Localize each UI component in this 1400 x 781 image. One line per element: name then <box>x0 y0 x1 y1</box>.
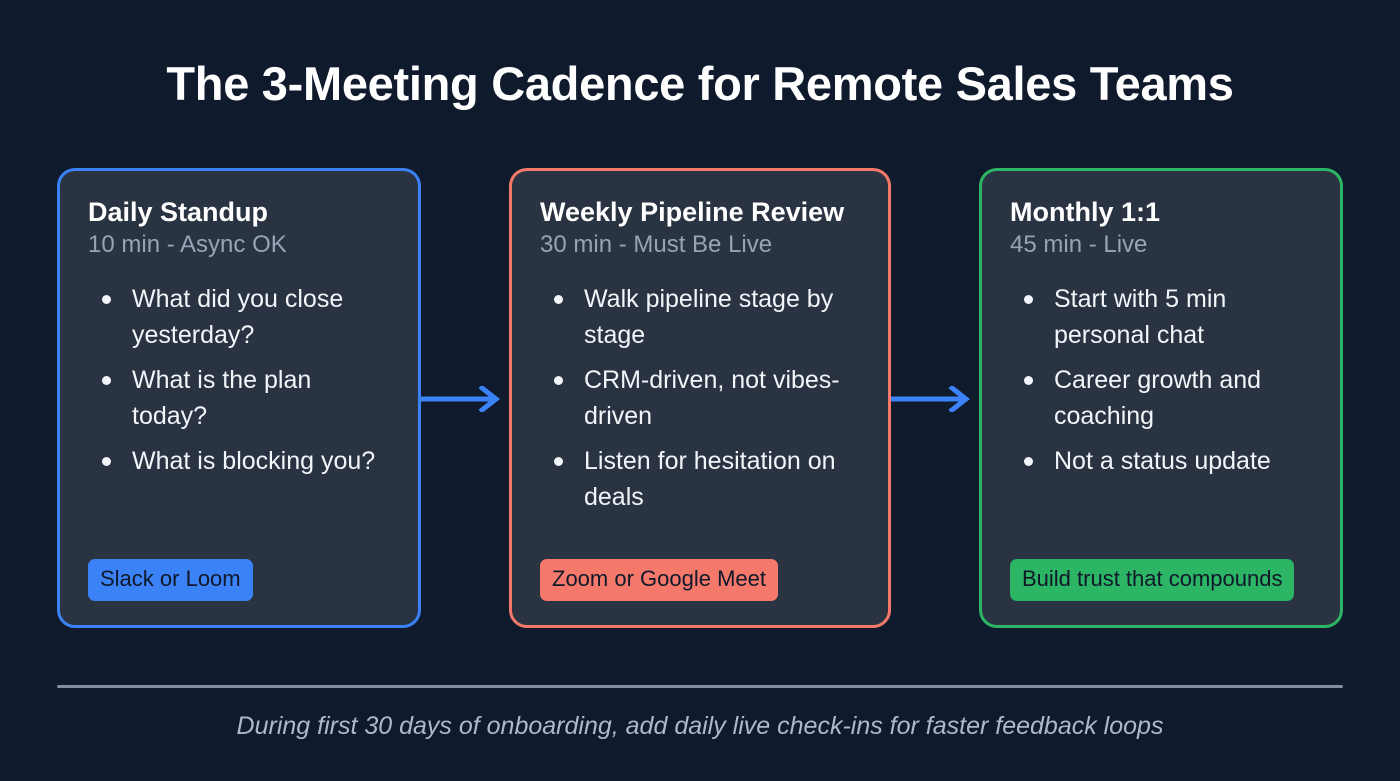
card-badge-container: Zoom or Google Meet <box>540 559 860 625</box>
list-item-label: What is the plan today? <box>132 366 312 430</box>
card-bullet-list: Walk pipeline stage by stage CRM-driven,… <box>540 282 860 553</box>
bullet-dot-icon <box>102 295 111 305</box>
card-badge-container: Build trust that compounds <box>1010 559 1312 625</box>
status-badge: Build trust that compounds <box>1010 559 1295 601</box>
list-item: Walk pipeline stage by stage <box>540 282 860 353</box>
card-daily-standup: Daily Standup 10 min - Async OK What did… <box>57 168 421 628</box>
card-title: Weekly Pipeline Review <box>540 197 845 227</box>
card-bullet-list: What did you close yesterday? What is th… <box>88 282 390 553</box>
list-item: CRM-driven, not vibes-driven <box>540 363 860 434</box>
card-title: Daily Standup <box>88 197 269 227</box>
bullet-dot-icon <box>554 295 563 305</box>
footer-divider <box>57 685 1343 688</box>
bullet-dot-icon <box>102 457 111 467</box>
list-item-label: CRM-driven, not vibes-driven <box>584 366 840 430</box>
list-item: Listen for hesitation on deals <box>540 444 860 515</box>
list-item-label: What did you close yesterday? <box>132 285 344 349</box>
bullet-dot-icon <box>554 376 563 386</box>
list-item-label: Start with 5 min personal chat <box>1054 285 1227 349</box>
card-bullet-list: Start with 5 min personal chat Career gr… <box>1010 282 1312 553</box>
card-monthly-one-on-one: Monthly 1:1 45 min - Live Start with 5 m… <box>979 168 1343 628</box>
list-item-label: Career growth and coaching <box>1054 366 1262 430</box>
status-badge: Slack or Loom <box>88 559 253 601</box>
list-item: What is the plan today? <box>88 363 390 434</box>
bullet-dot-icon <box>1024 376 1033 386</box>
card-badge-container: Slack or Loom <box>88 559 390 625</box>
list-item-label: What is blocking you? <box>132 447 376 476</box>
list-item-label: Not a status update <box>1054 447 1271 476</box>
card-subtitle: 10 min - Async OK <box>88 231 287 259</box>
card-title: Monthly 1:1 <box>1010 197 1161 227</box>
list-item: What did you close yesterday? <box>88 282 390 353</box>
status-badge: Zoom or Google Meet <box>540 559 778 601</box>
arrow-right-icon <box>421 386 501 412</box>
list-item-label: Walk pipeline stage by stage <box>584 285 834 349</box>
bullet-dot-icon <box>102 376 111 386</box>
card-weekly-pipeline-review: Weekly Pipeline Review 30 min - Must Be … <box>509 168 891 628</box>
list-item-label: Listen for hesitation on deals <box>584 447 836 511</box>
list-item: Career growth and coaching <box>1010 363 1312 434</box>
bullet-dot-icon <box>1024 457 1033 467</box>
list-item: Not a status update <box>1010 444 1312 480</box>
bullet-dot-icon <box>1024 295 1033 305</box>
card-subtitle: 30 min - Must Be Live <box>540 231 773 259</box>
arrow-right-icon <box>891 386 971 412</box>
list-item: What is blocking you? <box>88 444 390 480</box>
card-subtitle: 45 min - Live <box>1010 231 1148 259</box>
bullet-dot-icon <box>554 457 563 467</box>
cards-row: Daily Standup 10 min - Async OK What did… <box>57 168 1343 628</box>
footer-note: During first 30 days of onboarding, add … <box>236 712 1164 740</box>
page-title: The 3-Meeting Cadence for Remote Sales T… <box>166 57 1234 110</box>
list-item: Start with 5 min personal chat <box>1010 282 1312 353</box>
